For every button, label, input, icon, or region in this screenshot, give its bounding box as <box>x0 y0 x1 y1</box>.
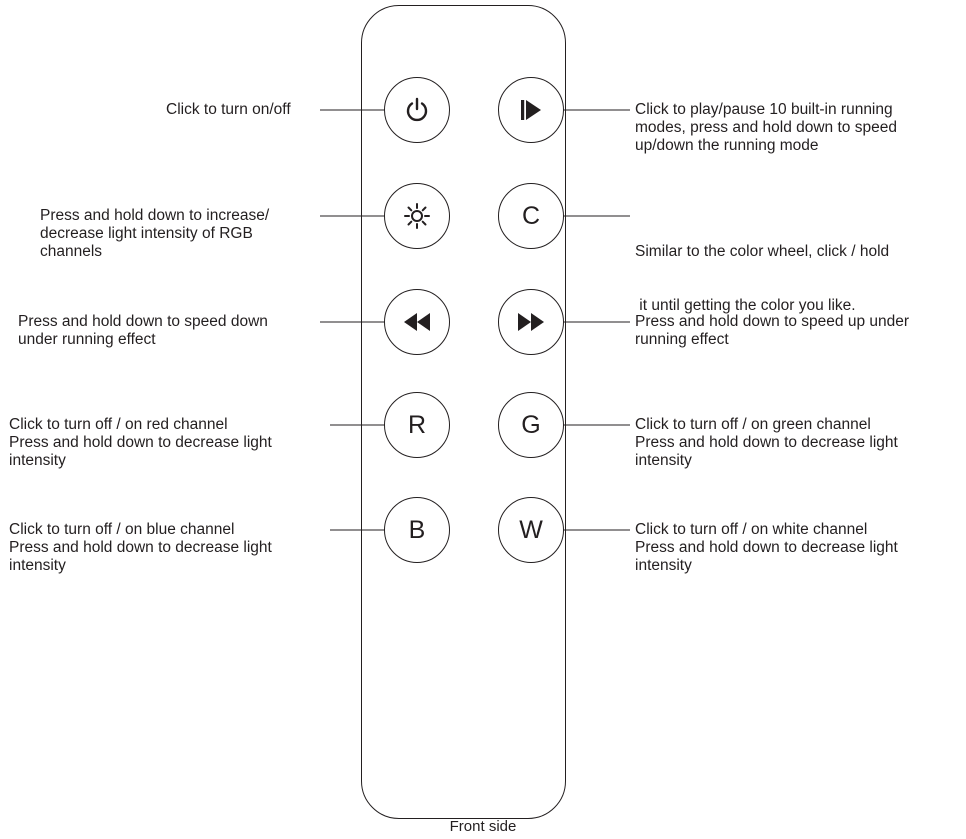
color-button[interactable]: C <box>498 183 564 249</box>
brightness-icon <box>404 203 430 229</box>
green-button-label: G <box>521 410 541 439</box>
brightness-button[interactable] <box>384 183 450 249</box>
blue-label: Click to turn off / on blue channel Pres… <box>9 521 272 574</box>
red-button-label: R <box>407 410 427 439</box>
red-label: Click to turn off / on red channel Press… <box>9 416 272 469</box>
blue-button-label: B <box>408 515 426 544</box>
play-pause-button[interactable] <box>498 77 564 143</box>
color-button-label: C <box>521 201 541 230</box>
power-icon <box>406 97 428 122</box>
front-side-caption: Front side <box>449 818 517 835</box>
blue-channel-button[interactable]: B <box>384 497 450 563</box>
brightness-label: Press and hold down to increase/ decreas… <box>40 207 270 260</box>
speed-down-button[interactable] <box>384 289 450 355</box>
green-channel-button[interactable]: G <box>498 392 564 458</box>
speed-down-label: Press and hold down to speed down under … <box>18 313 268 348</box>
power-button[interactable] <box>384 77 450 143</box>
white-button-label: W <box>519 515 543 544</box>
green-label: Click to turn off / on green channel Pre… <box>635 416 898 469</box>
remote-body <box>361 5 566 819</box>
color-label: Similar to the color wheel, click / hold… <box>635 243 890 314</box>
white-label: Click to turn off / on white channel Pre… <box>635 521 898 574</box>
red-channel-button[interactable]: R <box>384 392 450 458</box>
play-pause-label: Click to play/pause 10 built-in running … <box>635 101 897 154</box>
power-label: Click to turn on/off <box>166 101 291 118</box>
rewind-icon <box>404 313 430 331</box>
play-pause-icon <box>521 100 541 120</box>
fast-forward-icon <box>518 313 544 331</box>
speed-up-label: Press and hold down to speed up under ru… <box>635 313 910 348</box>
white-channel-button[interactable]: W <box>498 497 564 563</box>
speed-up-button[interactable] <box>498 289 564 355</box>
